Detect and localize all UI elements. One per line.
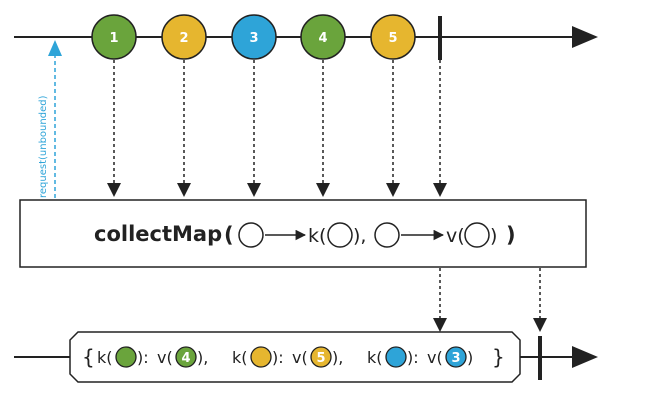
result-timeline: { k(): v( 4), k(): v( 5), k(): v( 3) }	[14, 331, 598, 383]
entry-key-fn: k(	[232, 348, 248, 367]
value-output-placeholder-icon	[464, 222, 490, 248]
source-marble: 5	[370, 14, 416, 60]
operator-close-paren: )	[506, 223, 516, 247]
entry-key-fn: k(	[367, 348, 383, 367]
entry-value-label: 5	[316, 351, 325, 366]
result-map-frame	[69, 331, 521, 383]
completion-drop-arrowhead	[433, 183, 447, 197]
source-marbles: 1 2 3 4 5	[91, 14, 416, 60]
marble-label: 3	[249, 31, 258, 46]
entry-key-marble	[385, 346, 407, 368]
entry-key-marble	[115, 346, 137, 368]
result-close-brace: }	[492, 345, 505, 369]
entry-value-marble	[175, 346, 197, 368]
key-output-placeholder-icon	[327, 222, 353, 248]
drop-arrowhead	[316, 183, 330, 197]
source-marble: 2	[161, 14, 207, 60]
entry-value-label: 4	[181, 351, 190, 366]
request-signal: request(unbounded)	[38, 40, 62, 198]
result-entries: k(): v( 4), k(): v( 5), k(): v( 3)	[97, 346, 473, 368]
entry-close: )	[467, 348, 473, 367]
key-input-placeholder-icon	[238, 222, 264, 248]
entry-key-marble	[250, 346, 272, 368]
entry-value-marble	[310, 346, 332, 368]
result-complete-arrowhead	[533, 318, 547, 332]
marble-circle	[370, 14, 416, 60]
value-input-placeholder-icon	[374, 222, 400, 248]
entry-value-fn: v(	[292, 348, 308, 367]
value-function-close: )	[490, 225, 497, 247]
marble-label: 5	[388, 31, 397, 46]
entry-separator: ):	[137, 348, 149, 367]
result-emit-arrowhead	[433, 318, 447, 332]
request-label: request(unbounded)	[38, 95, 49, 198]
entry-value-marble	[445, 346, 467, 368]
drop-arrowhead	[386, 183, 400, 197]
marble-label: 2	[179, 31, 188, 46]
result-entry: k(): v( 5),	[232, 346, 343, 368]
entry-key-fn: k(	[97, 348, 113, 367]
key-function-close: ),	[353, 225, 366, 247]
marble-circle	[161, 14, 207, 60]
entry-value-label: 3	[451, 351, 460, 366]
entry-separator: ):	[272, 348, 284, 367]
drop-arrowhead	[177, 183, 191, 197]
result-entry: k(): v( 3)	[367, 346, 473, 368]
source-timeline-arrowhead	[572, 26, 598, 48]
marble-label: 1	[109, 31, 118, 46]
entry-separator: ):	[407, 348, 419, 367]
source-drop-arrows	[107, 60, 447, 197]
entry-close: ),	[197, 348, 208, 367]
result-timeline-arrowhead	[572, 346, 598, 368]
marble-circle	[91, 14, 137, 60]
entry-close: ),	[332, 348, 343, 367]
operator-box: collectMap ( k( ), v( ) )	[19, 199, 587, 268]
request-arrow-head	[48, 40, 62, 56]
operator-name: collectMap	[94, 222, 222, 246]
operator-open-paren: (	[224, 223, 234, 247]
marble-label: 4	[318, 31, 327, 46]
key-function-label: k(	[308, 225, 326, 247]
result-entry: k(): v( 4),	[97, 346, 208, 368]
marble-circle	[300, 14, 346, 60]
result-open-brace: {	[82, 345, 95, 369]
source-marble: 4	[300, 14, 346, 60]
entry-value-fn: v(	[427, 348, 443, 367]
drop-arrowhead	[247, 183, 261, 197]
source-marble: 1	[91, 14, 137, 60]
result-drop-arrows	[433, 268, 547, 332]
marble-circle	[231, 14, 277, 60]
value-function-label: v(	[446, 225, 465, 247]
drop-arrowhead	[107, 183, 121, 197]
entry-value-fn: v(	[157, 348, 173, 367]
source-marble: 3	[231, 14, 277, 60]
